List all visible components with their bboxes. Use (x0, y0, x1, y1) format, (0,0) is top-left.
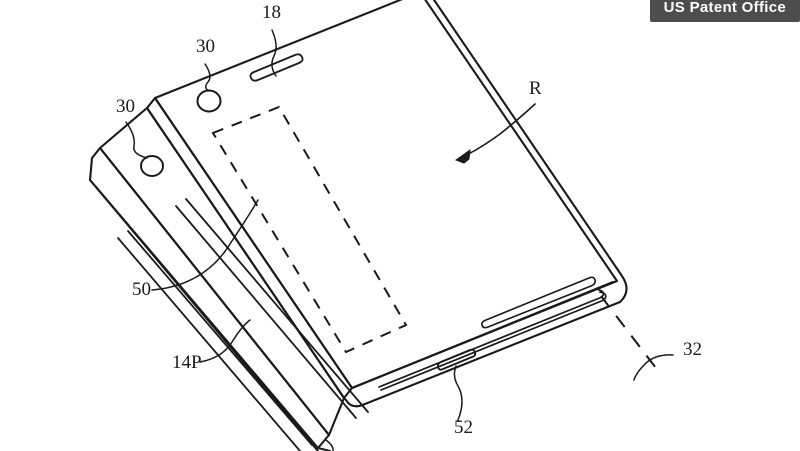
camera-opening-lower (140, 155, 164, 177)
lower-housing-front-face (88, 178, 320, 451)
panel-rail-line-2 (127, 230, 313, 446)
fold-crease-line-2 (378, 289, 605, 388)
panel-rail-line-1 (117, 237, 301, 451)
fold-edge-outer (350, 280, 615, 390)
fold-direction-arrowhead (454, 148, 471, 164)
panel-rail-line-3 (175, 205, 357, 419)
leader-line-14P (199, 319, 251, 363)
lower-housing-left-face (88, 146, 331, 450)
hinge-axis-dashed-line (600, 295, 660, 373)
reference-numeral-52: 52 (454, 417, 473, 438)
speaker-slot (249, 53, 304, 82)
reference-numeral-32: 32 (683, 339, 702, 360)
leader-line-30-top (204, 63, 211, 92)
leader-line-50 (151, 199, 259, 291)
internal-component (211, 105, 408, 354)
leader-line-52 (453, 365, 463, 421)
fold-edge-slot (481, 276, 596, 329)
device-outline-group (88, 0, 628, 451)
reference-numeral-30-top: 30 (196, 36, 215, 57)
reference-numeral-14P: 14P (172, 352, 202, 373)
leader-line-32 (633, 354, 674, 381)
reference-numeral-R: R (529, 78, 542, 99)
leader-lines-group (125, 29, 674, 421)
reference-numeral-30-left: 30 (116, 96, 135, 117)
camera-opening-upper (196, 89, 222, 113)
leader-line-30-left (125, 121, 148, 159)
leader-line-bottom-partial (325, 439, 334, 451)
fold-direction-arrow (454, 103, 536, 164)
connector-port (436, 348, 477, 371)
leader-line-18 (271, 29, 277, 77)
reference-numeral-18: 18 (262, 2, 281, 23)
right-folding-panel (342, 0, 628, 408)
reference-numeral-50: 50 (132, 279, 151, 300)
watermark-banner: US Patent Office (649, 0, 800, 22)
panel-rail-line-4 (185, 198, 369, 413)
